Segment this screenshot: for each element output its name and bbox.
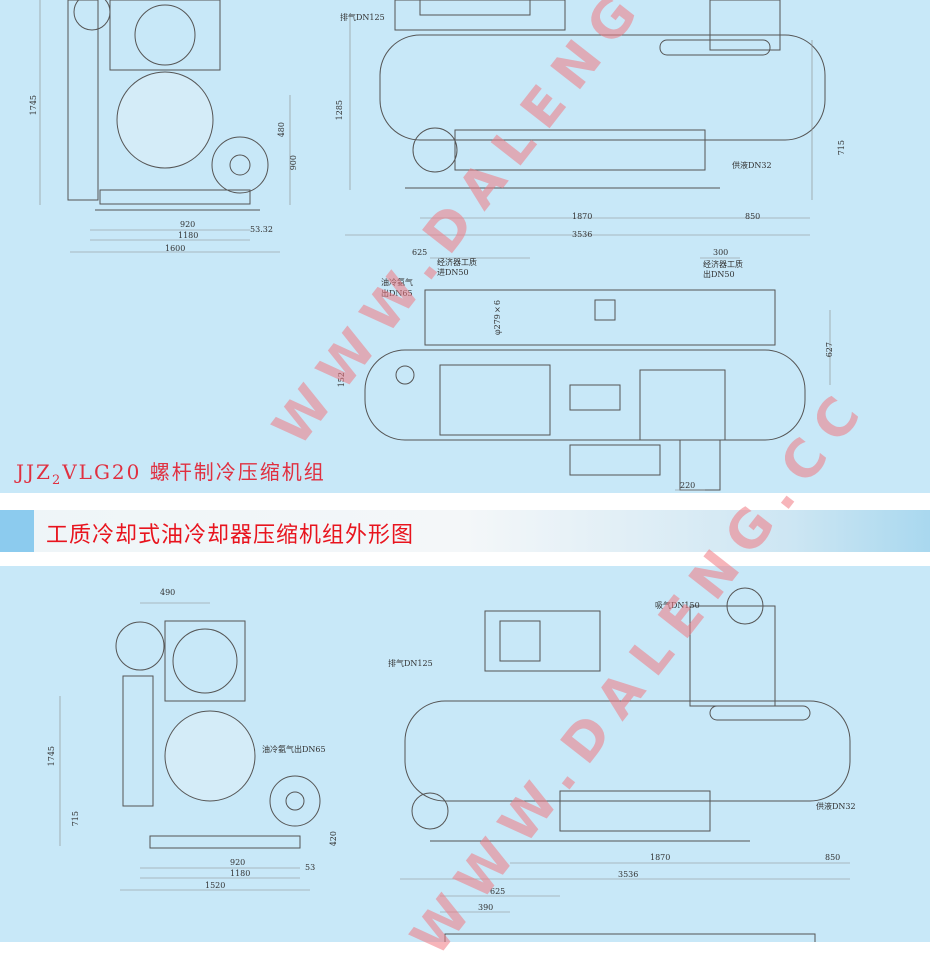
note-oil-2: 出DN65 bbox=[381, 289, 413, 298]
note-suction: 吸气DN150 bbox=[655, 601, 700, 610]
dim-1285: 1285 bbox=[335, 100, 344, 121]
section-header: 工质冷却式油冷却器压缩机组外形图 bbox=[0, 510, 930, 552]
dim-300: 300 bbox=[713, 248, 729, 257]
model-suffix: VLG20 螺杆制冷压缩机组 bbox=[62, 460, 326, 484]
drawing-panel-top: 1745 480 900 920 1180 53.32 1600 排气DN125… bbox=[0, 0, 930, 493]
model-sub: 2 bbox=[51, 473, 63, 488]
dim-1870: 1870 bbox=[650, 853, 671, 862]
note-supply: 供液DN32 bbox=[816, 802, 856, 811]
dim-920: 920 bbox=[230, 858, 246, 867]
dim-627: 627 bbox=[825, 342, 834, 358]
dim-279: φ279×6 bbox=[493, 300, 502, 335]
note-oil-1: 油冷氨气 bbox=[381, 278, 413, 287]
note-econ-out-1: 经济器工质 bbox=[703, 260, 743, 269]
note-supply: 供液DN32 bbox=[732, 161, 772, 170]
model-prefix: JJZ bbox=[16, 460, 52, 484]
dim-53-32: 53.32 bbox=[250, 225, 273, 234]
dim-53: 53 bbox=[305, 863, 316, 872]
dim-490: 490 bbox=[160, 588, 176, 597]
dim-480: 480 bbox=[277, 122, 286, 138]
drawing-panel-bottom: 490 1745 715 420 920 1180 53 1520 油冷氨气出D… bbox=[0, 566, 930, 942]
note-econ-in-1: 经济器工质 bbox=[437, 258, 477, 267]
dim-900: 900 bbox=[289, 155, 298, 171]
dim-1745: 1745 bbox=[29, 95, 38, 116]
dim-850: 850 bbox=[745, 212, 761, 221]
dim-920: 920 bbox=[180, 220, 196, 229]
note-econ-out-2: 出DN50 bbox=[703, 270, 735, 279]
dim-625: 625 bbox=[412, 248, 428, 257]
dim-1600: 1600 bbox=[165, 244, 186, 253]
dim-420: 420 bbox=[329, 831, 338, 847]
dim-3536: 3536 bbox=[618, 870, 639, 879]
model-title: JJZ2VLG20 螺杆制冷压缩机组 bbox=[16, 456, 326, 488]
section-title: 工质冷却式油冷却器压缩机组外形图 bbox=[46, 523, 415, 548]
note-exhaust: 排气DN125 bbox=[340, 13, 385, 22]
section-header-accent bbox=[0, 510, 34, 552]
dim-850: 850 bbox=[825, 853, 841, 862]
compressor-unit-drawing-bottom bbox=[59, 587, 851, 942]
dim-390: 390 bbox=[478, 903, 494, 912]
note-oil: 油冷氨气出DN65 bbox=[262, 745, 326, 754]
note-econ-in-2: 进DN50 bbox=[437, 268, 469, 277]
dim-220: 220 bbox=[680, 481, 696, 490]
dim-1180: 1180 bbox=[230, 869, 251, 878]
dim-715: 715 bbox=[837, 140, 846, 156]
dim-625: 625 bbox=[490, 887, 506, 896]
dim-1870: 1870 bbox=[572, 212, 593, 221]
dim-1520: 1520 bbox=[205, 881, 226, 890]
dim-1745: 1745 bbox=[47, 746, 56, 767]
dim-715: 715 bbox=[71, 811, 80, 827]
dim-3536: 3536 bbox=[572, 230, 593, 239]
dim-1180: 1180 bbox=[178, 231, 199, 240]
compressor-unit-drawing-top bbox=[39, 0, 831, 491]
note-exhaust: 排气DN125 bbox=[388, 659, 433, 668]
